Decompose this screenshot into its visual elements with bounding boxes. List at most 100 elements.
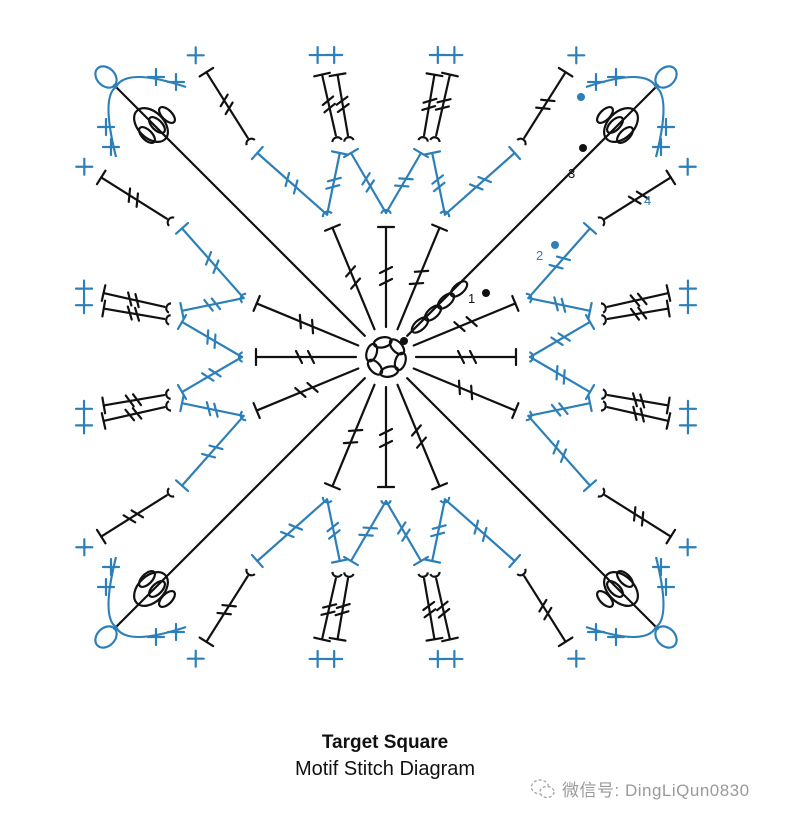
round-3-blue-treble-yarnover-mark xyxy=(477,175,493,184)
round-4-black-stitch xyxy=(606,307,670,321)
round-4-black-stitch xyxy=(205,575,249,643)
round-4-black-stitch-yarnover-mark xyxy=(134,293,140,309)
round-4-black-stitch-yarnover-mark xyxy=(320,610,336,616)
round-2-base-chain xyxy=(237,351,244,363)
round-2-base-chain xyxy=(321,210,333,218)
round-4-black-stitch-yarnover-mark xyxy=(422,97,438,104)
round-4-black-stitch-yarnover-mark xyxy=(543,606,553,621)
round-4-black-stitch-top-bar xyxy=(665,284,672,302)
round-1-treble-yarnover-mark xyxy=(350,277,362,290)
round-3-blue-treble-top-bar xyxy=(179,394,185,413)
round-3-blue-treble-yarnover-mark xyxy=(552,439,560,455)
round-3-blue-treble-top-bar xyxy=(342,555,359,567)
round-3-blue-treble-yarnover-mark xyxy=(393,184,410,188)
round-3-blue-treble-yarnover-mark xyxy=(284,171,291,188)
round-2-base-chain xyxy=(239,292,247,304)
round-4-base xyxy=(245,568,256,577)
round-3-blue-treble-yarnover-mark xyxy=(206,329,210,345)
round-3-blue-treble xyxy=(349,151,388,215)
round-4-black-stitch-yarnover-mark xyxy=(216,611,232,616)
starting-chain xyxy=(423,304,443,322)
round-4-black-stitch-yarnover-mark xyxy=(422,600,436,612)
round-1-treble-yarnover-mark xyxy=(378,277,394,287)
round-2-base-chain xyxy=(239,410,247,422)
round-4-base xyxy=(601,314,607,326)
round-3-blue-treble-top-bar xyxy=(179,301,185,320)
round-4-black-stitch-yarnover-mark xyxy=(434,105,450,111)
round-start-dot xyxy=(482,289,490,297)
round-3-blue-treble xyxy=(527,296,592,312)
starting-chain xyxy=(449,280,469,298)
round-4-black-stitch-yarnover-mark xyxy=(122,514,137,524)
round-2-base-chain xyxy=(525,292,533,304)
round-3-blue-treble-yarnover-mark xyxy=(208,444,224,451)
round-1-treble-yarnover-mark xyxy=(410,424,422,437)
round-4-black-stitch-top-bar xyxy=(100,284,107,302)
round-1-treble-yarnover-mark xyxy=(298,313,302,330)
round-4-black-stitch-yarnover-mark xyxy=(635,190,650,200)
round-1-treble-yarnover-mark xyxy=(408,281,425,286)
corner-chain-loop xyxy=(133,571,169,607)
corner-chain-loop xyxy=(605,579,625,599)
round-4-black-stitch-yarnover-mark xyxy=(629,307,641,321)
round-4-black-stitch-yarnover-mark xyxy=(632,405,638,421)
round-4-black-stitch xyxy=(422,577,436,641)
round-3-blue-treble-yarnover-mark xyxy=(358,533,374,537)
round-4-black-stitch-top-bar xyxy=(101,299,107,318)
round-1-treble-top-bar xyxy=(252,294,261,312)
round-4-black-stitch-yarnover-mark xyxy=(632,506,637,522)
round-3-blue-treble xyxy=(256,151,329,216)
round-4-black-stitch-yarnover-mark xyxy=(224,101,234,116)
round-4-black-stitch-yarnover-mark xyxy=(131,407,143,420)
watermark: 微信号: DingLiQun0830 xyxy=(530,776,750,801)
round-1-treble-yarnover-mark xyxy=(345,265,357,278)
round-2-base-chain xyxy=(439,496,451,504)
corner-picot xyxy=(94,625,118,649)
round-4-base xyxy=(343,136,355,142)
round-4-base xyxy=(417,572,429,578)
round-4-black-stitch-top-bar xyxy=(557,66,574,78)
round-4-black-stitch-top-bar xyxy=(100,412,107,430)
diagram-title: Target Square xyxy=(321,732,449,753)
round-3-blue-treble xyxy=(384,151,423,215)
round-3-blue-treble-top-bar xyxy=(508,145,522,161)
round-1-treble-top-bar xyxy=(431,482,449,491)
round-4-black-stitch-yarnover-mark xyxy=(221,603,237,608)
round-3-blue-treble xyxy=(443,498,516,563)
round-3-blue-treble-yarnover-mark xyxy=(213,402,219,418)
round-3-blue-treble-top-bar xyxy=(176,313,188,330)
round-3-blue-treble-yarnover-mark xyxy=(548,263,564,270)
round-4-black-stitch-yarnover-mark xyxy=(133,306,141,322)
corner-spoke xyxy=(113,84,366,337)
round-3-blue-treble-yarnover-mark xyxy=(279,530,295,539)
round-3-blue-treble-yarnover-mark xyxy=(401,528,411,542)
round-1-treble xyxy=(396,226,441,331)
round-1-treble-yarnover-mark xyxy=(347,428,364,433)
round-3-blue-treble-top-bar xyxy=(584,384,596,401)
round-3-blue-treble-yarnover-mark xyxy=(473,519,480,535)
round-4-black-stitch-yarnover-mark xyxy=(323,102,336,114)
round-4-black-stitch-yarnover-mark xyxy=(335,95,349,106)
round-3-blue-treble-top-bar xyxy=(174,479,190,493)
round-3-blue-treble-yarnover-mark xyxy=(288,523,304,531)
round-4-black-stitch xyxy=(422,73,436,137)
round-number-label: 3 xyxy=(568,166,575,181)
round-number-label: 4 xyxy=(644,193,651,208)
round-4-black-stitch-yarnover-mark xyxy=(131,393,143,407)
round-4-black-stitch xyxy=(435,577,452,641)
round-4-base xyxy=(165,302,172,314)
round-1-treble-yarnover-mark xyxy=(306,381,319,393)
round-3-blue-treble xyxy=(180,402,245,418)
round-1-treble-yarnover-mark xyxy=(306,349,316,365)
round-3-blue-treble-yarnover-mark xyxy=(292,179,299,195)
round-3-blue-treble-yarnover-mark xyxy=(557,332,571,342)
round-4-black-stitch-top-bar xyxy=(665,528,677,545)
round-4-black-stitch xyxy=(606,291,670,308)
round-3-blue-treble-top-bar xyxy=(413,147,430,159)
round-3-blue-treble-yarnover-mark xyxy=(553,296,559,312)
round-1-treble-yarnover-mark xyxy=(378,427,394,437)
round-4-base xyxy=(165,388,171,400)
round-3-blue-treble-yarnover-mark xyxy=(468,183,484,191)
round-1-treble-yarnover-mark xyxy=(294,349,304,365)
